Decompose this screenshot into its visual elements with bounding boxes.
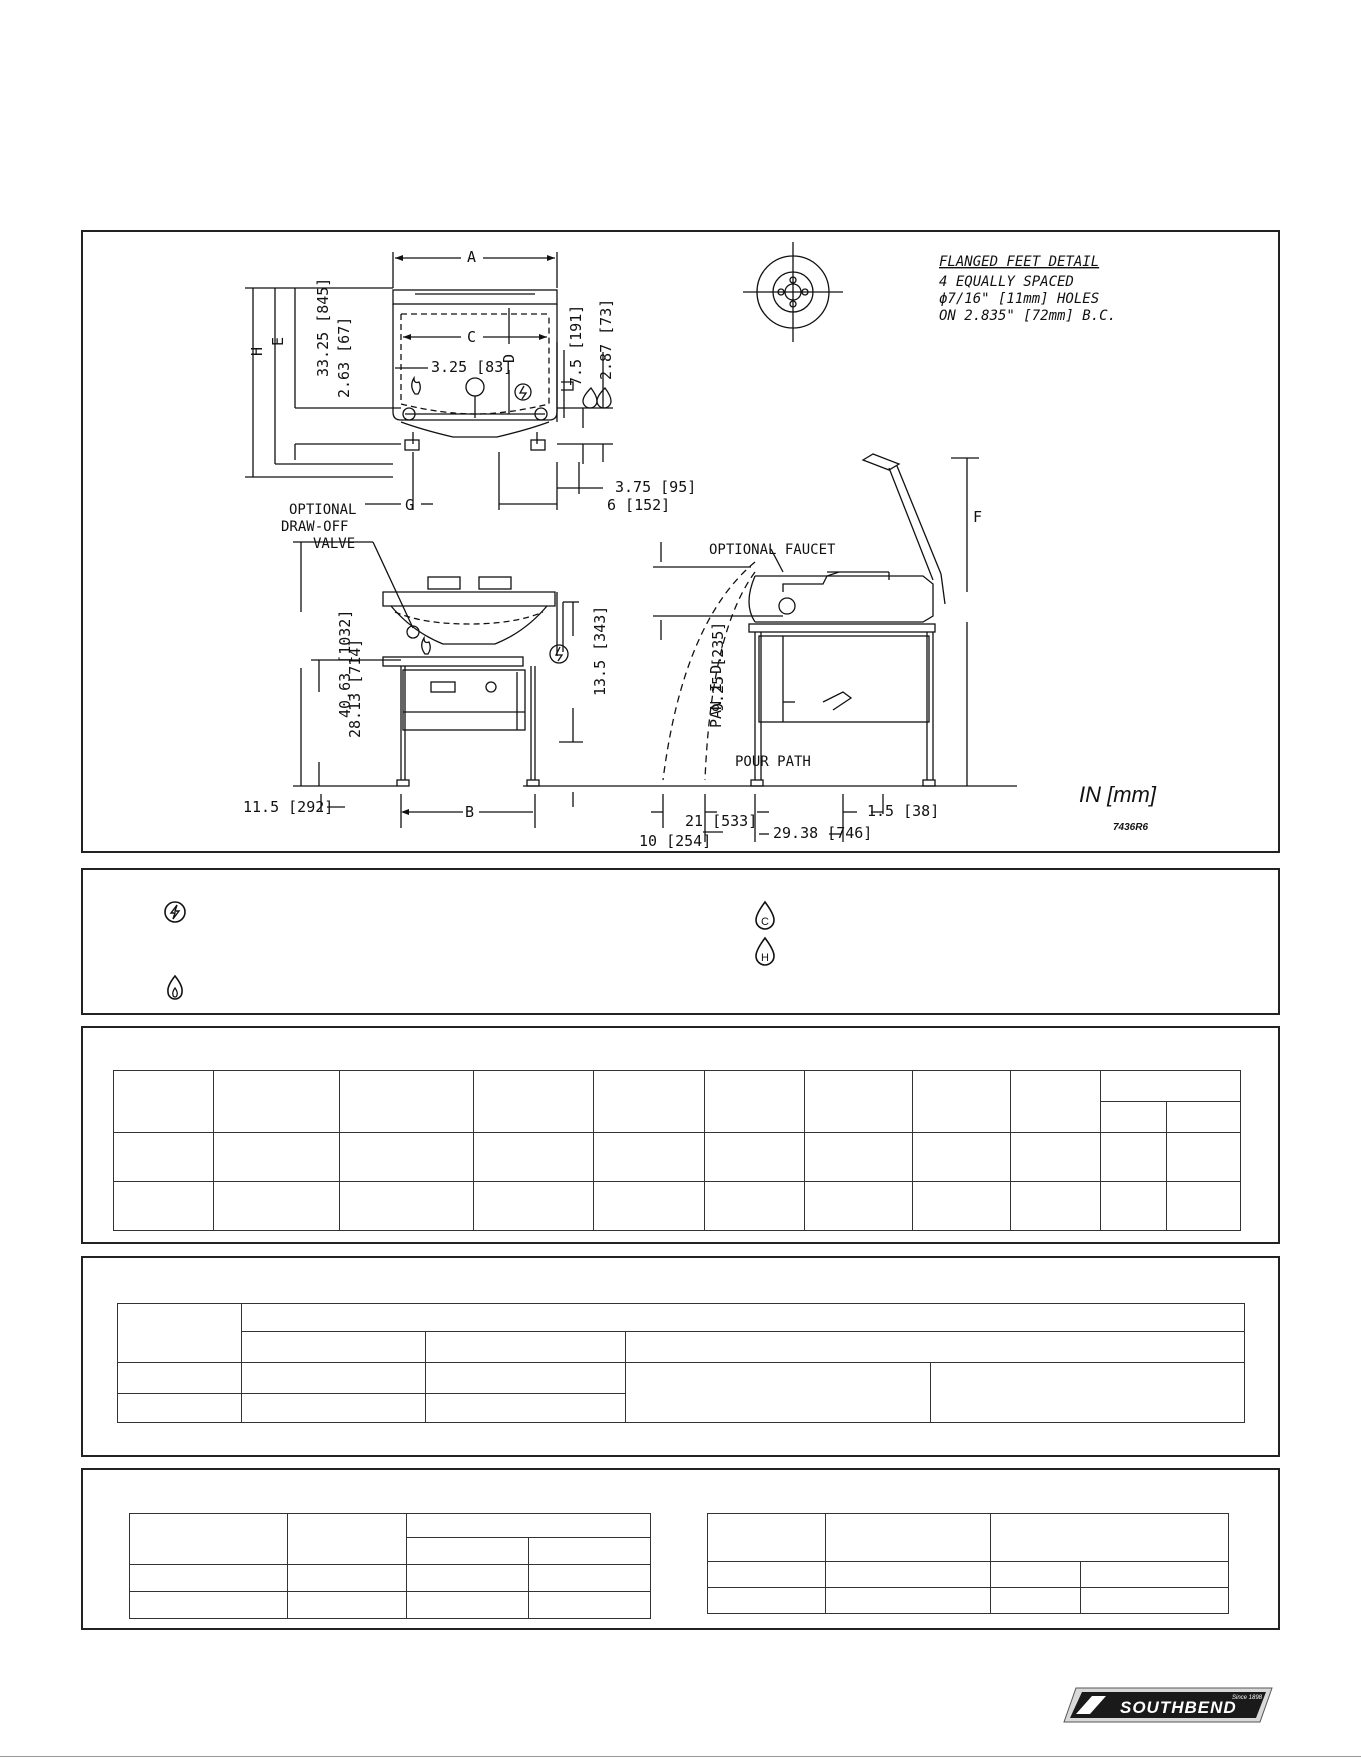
flanged-detail-line2: ϕ7/16" [11mm] HOLES (939, 291, 1099, 307)
right-bottom-table (707, 1513, 1229, 1614)
spec-header-cell (592, 1070, 706, 1133)
dim-33-25: 33.25 [845] (314, 278, 332, 377)
utility-table (117, 1302, 1246, 1424)
spec-header-cell (212, 1070, 340, 1133)
dim-9-25: 9.25 [235] (709, 622, 727, 712)
dim-7-5: 7.5 [191] (567, 305, 585, 386)
dim-10: 10 [254] (639, 832, 711, 850)
drawing-number: 7436R6 (1113, 822, 1148, 833)
dim-40-63: 40.63 [1032] (336, 610, 354, 718)
dim-b: B (465, 803, 474, 821)
spec-header-cell (1100, 1101, 1167, 1133)
utility-header-cell (624, 1331, 1246, 1364)
dim-f: F (973, 508, 982, 526)
southbend-logo: SOUTHBEND Since 1898 (1063, 1687, 1273, 1723)
flanged-detail-line1: 4 EQUALLY SPACED (939, 274, 1074, 290)
table-row (113, 1181, 1242, 1231)
spec-header-cell (472, 1070, 594, 1133)
dim-28-13: 28.13 [714] (346, 639, 364, 738)
spec-header-cell (1165, 1101, 1242, 1133)
table-row (129, 1591, 651, 1619)
legend-panel: C H (81, 868, 1280, 1015)
dim-11-5: 11.5 [292] (243, 798, 333, 816)
cold-water-icon: C (755, 900, 775, 930)
table-row (707, 1587, 1229, 1614)
dim-h: H (248, 347, 266, 356)
utility-header-cell (117, 1302, 242, 1364)
electric-icon (164, 901, 186, 923)
spec-header-cell (704, 1070, 806, 1133)
dim-2-63: 2.63 [67] (335, 317, 353, 398)
dim-g: G (405, 496, 414, 514)
flanged-detail-line3: ON 2.835" [72mm] B.C. (939, 308, 1116, 324)
drawoff-callout-3: VALVE (313, 536, 355, 552)
dim-21: 21 [533] (685, 812, 757, 830)
drawing-panel: A C D 3.25 [83] H E 33.25 [845] 2.63 [67… (81, 230, 1280, 853)
table-row (129, 1564, 651, 1592)
drawoff-callout-2: DRAW-OFF (281, 519, 348, 535)
table-row (707, 1561, 1229, 1588)
brand-name: SOUTHBEND (1120, 1698, 1237, 1717)
faucet-callout: OPTIONAL FAUCET (709, 542, 836, 558)
units-label: IN [mm] (1079, 782, 1157, 807)
drawoff-callout-1: OPTIONAL (289, 502, 356, 518)
dim-d: D (500, 354, 518, 363)
table-row (113, 1132, 1242, 1182)
dim-2-87: 2.87 [73] (597, 299, 615, 380)
utility-header-cell (240, 1302, 1246, 1333)
dim-a: A (467, 248, 476, 266)
dim-c: C (467, 328, 476, 346)
spec-header-cell (912, 1070, 1012, 1133)
dim-pan-id: PAN I.D. (707, 656, 725, 728)
dim-3-75: 3.75 [95] (615, 478, 696, 496)
flanged-detail-title: FLANGED FEET DETAIL (939, 254, 1099, 270)
pour-path-label: POUR PATH (735, 754, 811, 770)
cold-letter: C (761, 916, 769, 928)
spec-header-cell (804, 1070, 914, 1133)
brand-since: Since 1898 (1232, 1695, 1263, 1701)
table-row (117, 1392, 1245, 1424)
left-bottom-table (129, 1513, 651, 1619)
hot-letter: H (761, 952, 769, 964)
spec-table (113, 1070, 1242, 1231)
gas-flame-icon (167, 974, 183, 1000)
dim-6: 6 [152] (607, 496, 670, 514)
spec-header-cell (1100, 1070, 1241, 1102)
bottom-panel (81, 1468, 1280, 1630)
spec-header-cell (338, 1070, 474, 1133)
dim-3-25: 3.25 [83] (431, 358, 512, 376)
gas-panel (81, 1256, 1280, 1457)
dim-29-38: 29.38 [746] (773, 824, 872, 842)
dim-1-5: 1.5 [38] (867, 802, 939, 820)
dimension-drawing: A C D 3.25 [83] H E 33.25 [845] 2.63 [67… (243, 242, 1157, 850)
utility-header-cell (240, 1331, 426, 1364)
spec-header-cell (113, 1070, 214, 1133)
dim-13-5: 13.5 [343] (591, 606, 609, 696)
dim-e: E (269, 337, 287, 346)
spec-header-cell (1010, 1070, 1102, 1133)
footer-rule (0, 1756, 1361, 1757)
spec-panel (81, 1026, 1280, 1244)
table-row (117, 1362, 1245, 1423)
hot-water-icon: H (755, 936, 775, 966)
utility-header-cell (424, 1331, 626, 1364)
